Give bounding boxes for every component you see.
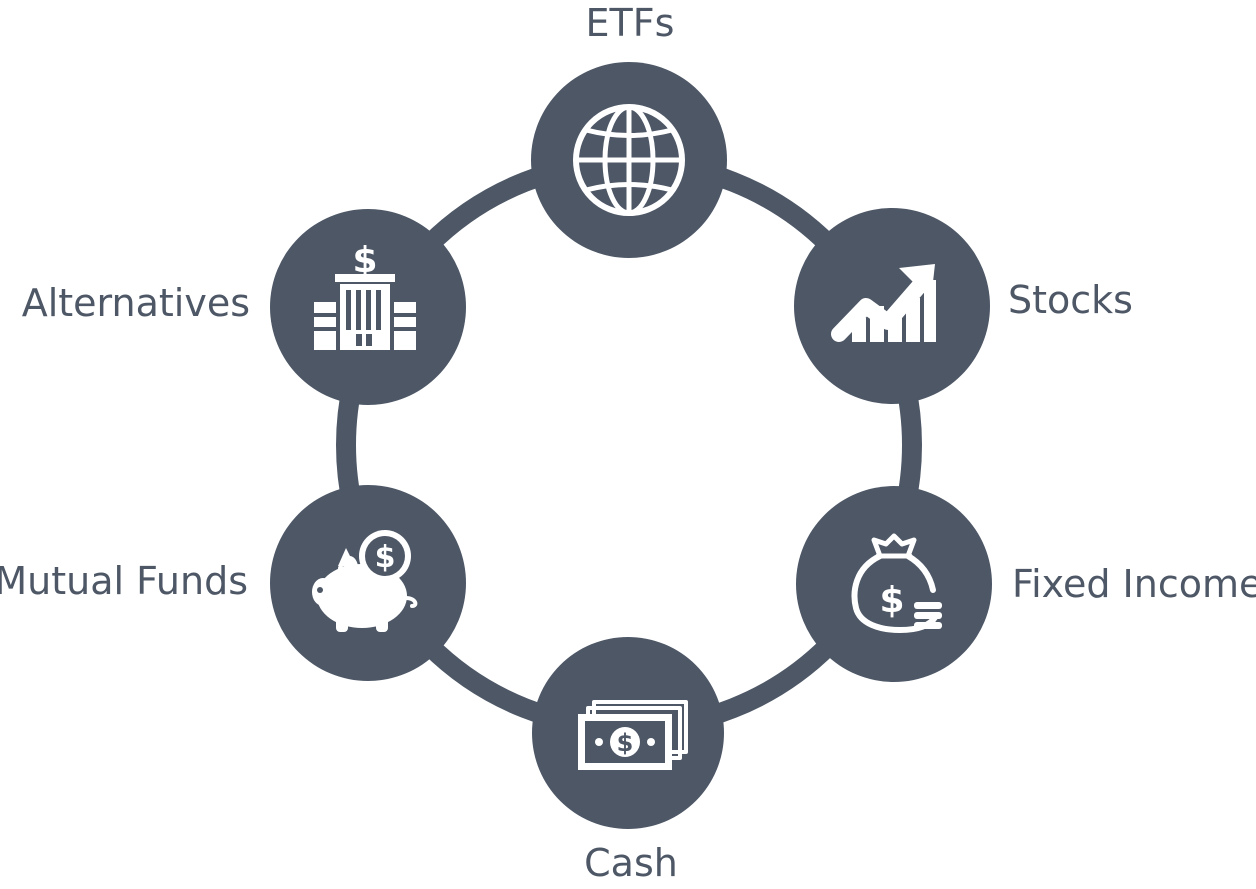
bank-building-icon: $ [314,240,416,350]
label-etfs: ETFs [586,1,675,45]
svg-text:$: $ [879,580,904,621]
node-etfs: ETFs [531,1,727,258]
node-circle-fixed-income [796,486,992,682]
node-mutual-funds: $ Mutual Funds [0,485,466,681]
trend-chart-icon [831,264,936,342]
globe-icon [573,104,685,216]
node-stocks: Stocks [794,208,1133,404]
label-alternatives: Alternatives [22,281,250,325]
label-fixed-income: Fixed Income [1012,562,1256,606]
piggy-bank-icon: $ [312,530,418,632]
node-fixed-income: $ Fixed Income [796,486,1256,682]
label-cash: Cash [584,841,678,885]
label-mutual-funds: Mutual Funds [0,559,248,603]
svg-text:$: $ [375,540,396,575]
label-stocks: Stocks [1008,278,1133,322]
node-alternatives: $ Alternatives [22,209,466,405]
money-bag-icon: $ [851,533,942,633]
banknotes-icon: $ [578,700,688,770]
svg-text:$: $ [617,729,634,757]
node-cash: $ Cash [532,637,724,885]
